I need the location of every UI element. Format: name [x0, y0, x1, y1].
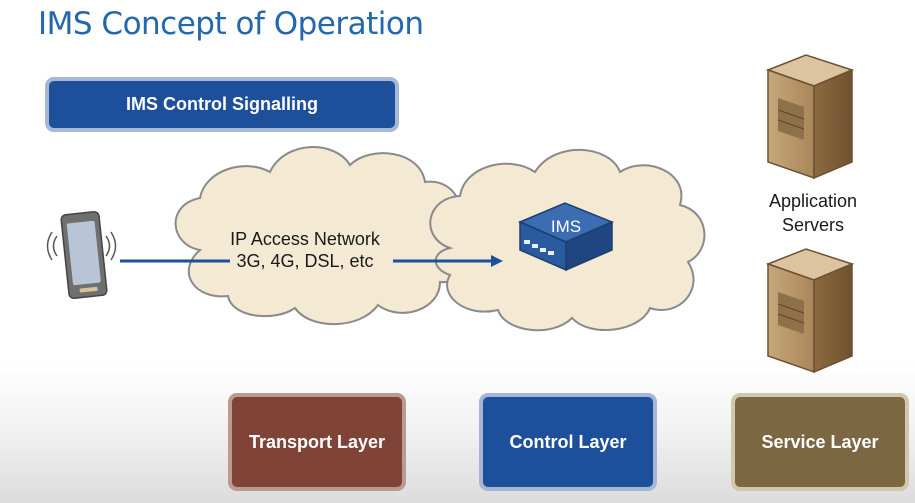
ip-access-network-subtitle: 3G, 4G, DSL, etc	[236, 251, 374, 271]
service-layer-label: Service Layer	[761, 431, 879, 452]
mobile-phone-icon	[46, 210, 117, 300]
ims-control-signalling-box: IMS Control Signalling	[45, 77, 399, 132]
application-servers-line2: Servers	[781, 215, 844, 235]
application-servers-label: Application Servers	[748, 189, 878, 237]
ims-control-signalling-label: IMS Control Signalling	[126, 94, 318, 114]
control-layer-box: Control Layer	[479, 393, 657, 491]
ip-access-network-title: IP Access Network	[230, 229, 380, 249]
service-layer-box: Service Layer	[731, 393, 909, 491]
ip-access-network-label: IP Access Network 3G, 4G, DSL, etc	[210, 228, 400, 272]
server-icon	[765, 54, 855, 180]
application-servers-line1: Application	[768, 191, 858, 211]
ims-device-icon	[518, 202, 614, 474]
server-icon	[765, 248, 855, 374]
transport-layer-label: Transport Layer	[248, 431, 386, 452]
transport-layer-box: Transport Layer	[228, 393, 406, 491]
control-layer-label: Control Layer	[509, 431, 627, 452]
page-title: IMS Concept of Operation	[38, 6, 424, 42]
ims-label: IMS	[551, 217, 581, 236]
